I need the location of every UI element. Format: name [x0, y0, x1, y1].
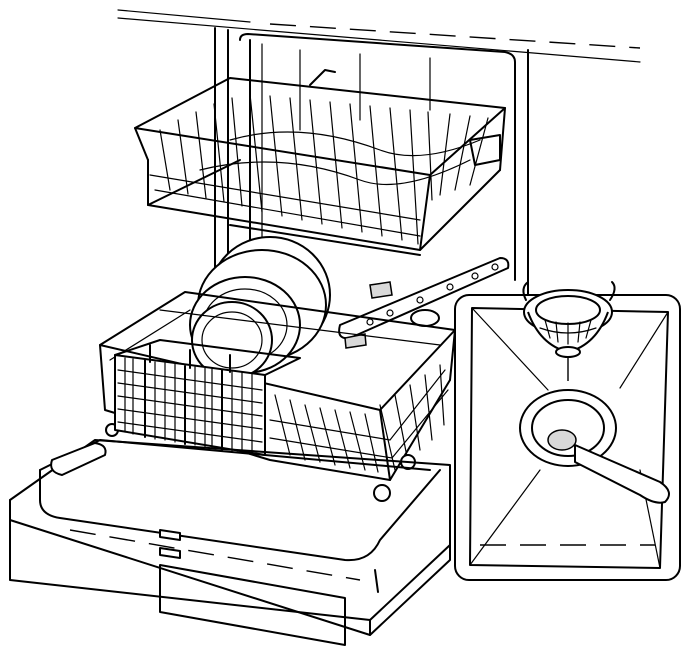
- tub-frame: [214, 27, 529, 301]
- silverware-basket-icon: [114, 339, 301, 456]
- filter-detail-icon: [454, 281, 681, 581]
- open-door: [9, 439, 451, 646]
- plates: [189, 236, 331, 379]
- spray-arm-icon: [338, 257, 510, 349]
- rack-rail: [229, 224, 421, 256]
- upper-rack-icon: [134, 69, 506, 251]
- lower-rack-icon: [99, 291, 456, 502]
- countertop-lines: [117, 9, 641, 63]
